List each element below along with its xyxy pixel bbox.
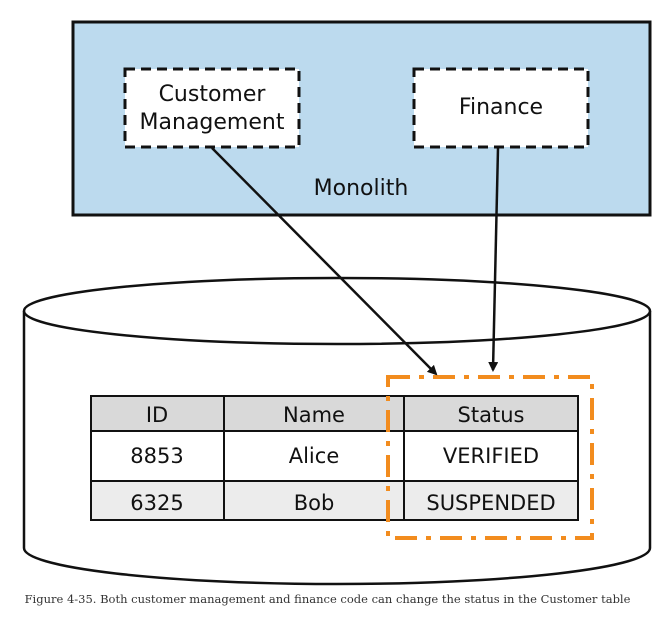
table-row bbox=[91, 431, 578, 481]
status-column-highlight bbox=[386, 375, 594, 540]
table-header-row bbox=[91, 396, 578, 431]
table-header-id: ID bbox=[146, 403, 168, 427]
customer-table: ID Name Status 8853 Alice VERIFIED 6325 … bbox=[90, 395, 579, 521]
figure-caption: Figure 4-35. Both customer management an… bbox=[24, 592, 631, 606]
table-cell-status: VERIFIED bbox=[443, 444, 539, 468]
table-header-status: Status bbox=[458, 403, 525, 427]
finance-arrow bbox=[488, 147, 500, 372]
customer-management-label-line1: Customer bbox=[159, 82, 267, 107]
table-cell-name: Bob bbox=[294, 491, 335, 515]
architecture-diagram: Monolith Customer Management Finance ID … bbox=[22, 20, 652, 586]
monolith-label: Monolith bbox=[314, 176, 409, 201]
customer-management-label-line2: Management bbox=[140, 110, 285, 135]
table-row bbox=[91, 481, 578, 520]
customer-management-arrow bbox=[211, 147, 438, 376]
table-cell-id: 6325 bbox=[130, 491, 183, 515]
table-cell-status: SUSPENDED bbox=[426, 491, 555, 515]
table-cell-name: Alice bbox=[289, 444, 340, 468]
customer-management-module: Customer Management bbox=[123, 67, 301, 149]
finance-label: Finance bbox=[459, 95, 543, 120]
table-cell-id: 8853 bbox=[130, 444, 183, 468]
finance-module: Finance bbox=[412, 67, 590, 149]
table-header-name: Name bbox=[283, 403, 345, 427]
